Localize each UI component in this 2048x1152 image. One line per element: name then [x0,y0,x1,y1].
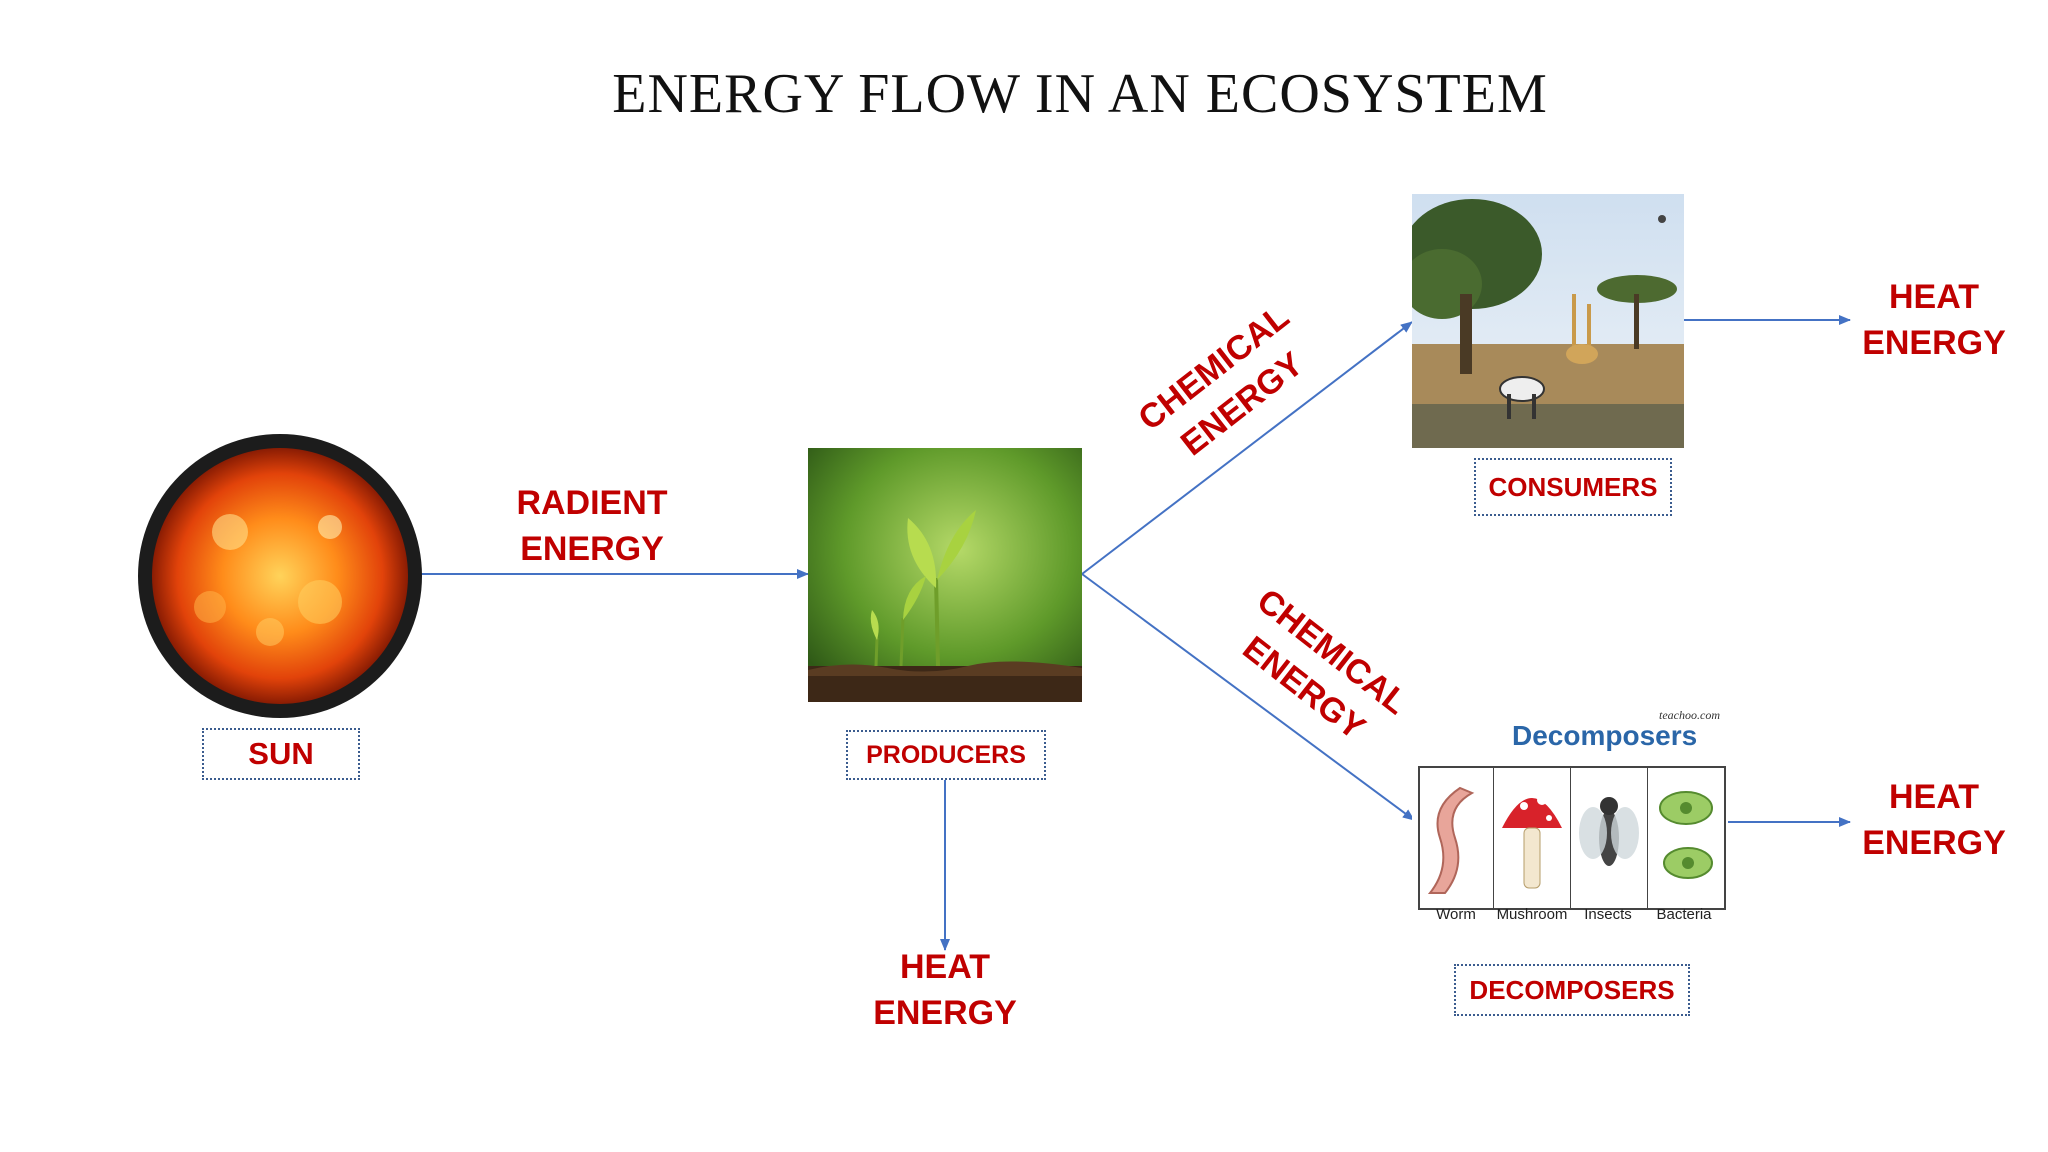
fly-icon [1579,797,1639,866]
arrow-producers-to-decomposers [1081,573,1415,821]
heat-energy-producers-label: HEAT ENERGY [873,948,1017,1032]
heat-energy-decomposers-label: HEAT ENERGY [1862,778,2006,862]
insect-panel [1571,768,1648,908]
sun-image [138,434,422,718]
consumers-label: CONSUMERS [1474,458,1672,516]
bacteria-panel [1648,768,1724,908]
decomposers-heading: Decomposers [1512,720,1698,751]
mushroom-icon [1502,795,1562,889]
producers-image [808,448,1082,702]
decomposers-source: teachoo.com [1659,708,1720,722]
heat-energy-consumers-label: HEAT ENERGY [1862,278,2006,362]
decomposers-image: Decomposers teachoo.com [1412,700,1728,936]
page-title: ENERGY FLOW IN AN ECOSYSTEM [612,63,1548,125]
bacteria-caption: Bacteria [1656,906,1712,923]
mushroom-caption: Mushroom [1496,906,1568,923]
decomposers-label: DECOMPOSERS [1454,964,1690,1016]
worm-panel [1420,768,1494,908]
arrow-producers-to-consumers [1081,321,1413,575]
worm-caption: Worm [1436,906,1476,923]
insects-caption: Insects [1584,906,1632,923]
bacteria-icon [1659,791,1713,879]
sun-label: SUN [202,728,360,780]
producers-label: PRODUCERS [846,730,1046,780]
consumers-image [1412,194,1684,448]
mushroom-panel [1494,768,1571,908]
radient-energy-label: RADIENT ENERGY [516,484,668,568]
worm-icon [1427,786,1475,894]
